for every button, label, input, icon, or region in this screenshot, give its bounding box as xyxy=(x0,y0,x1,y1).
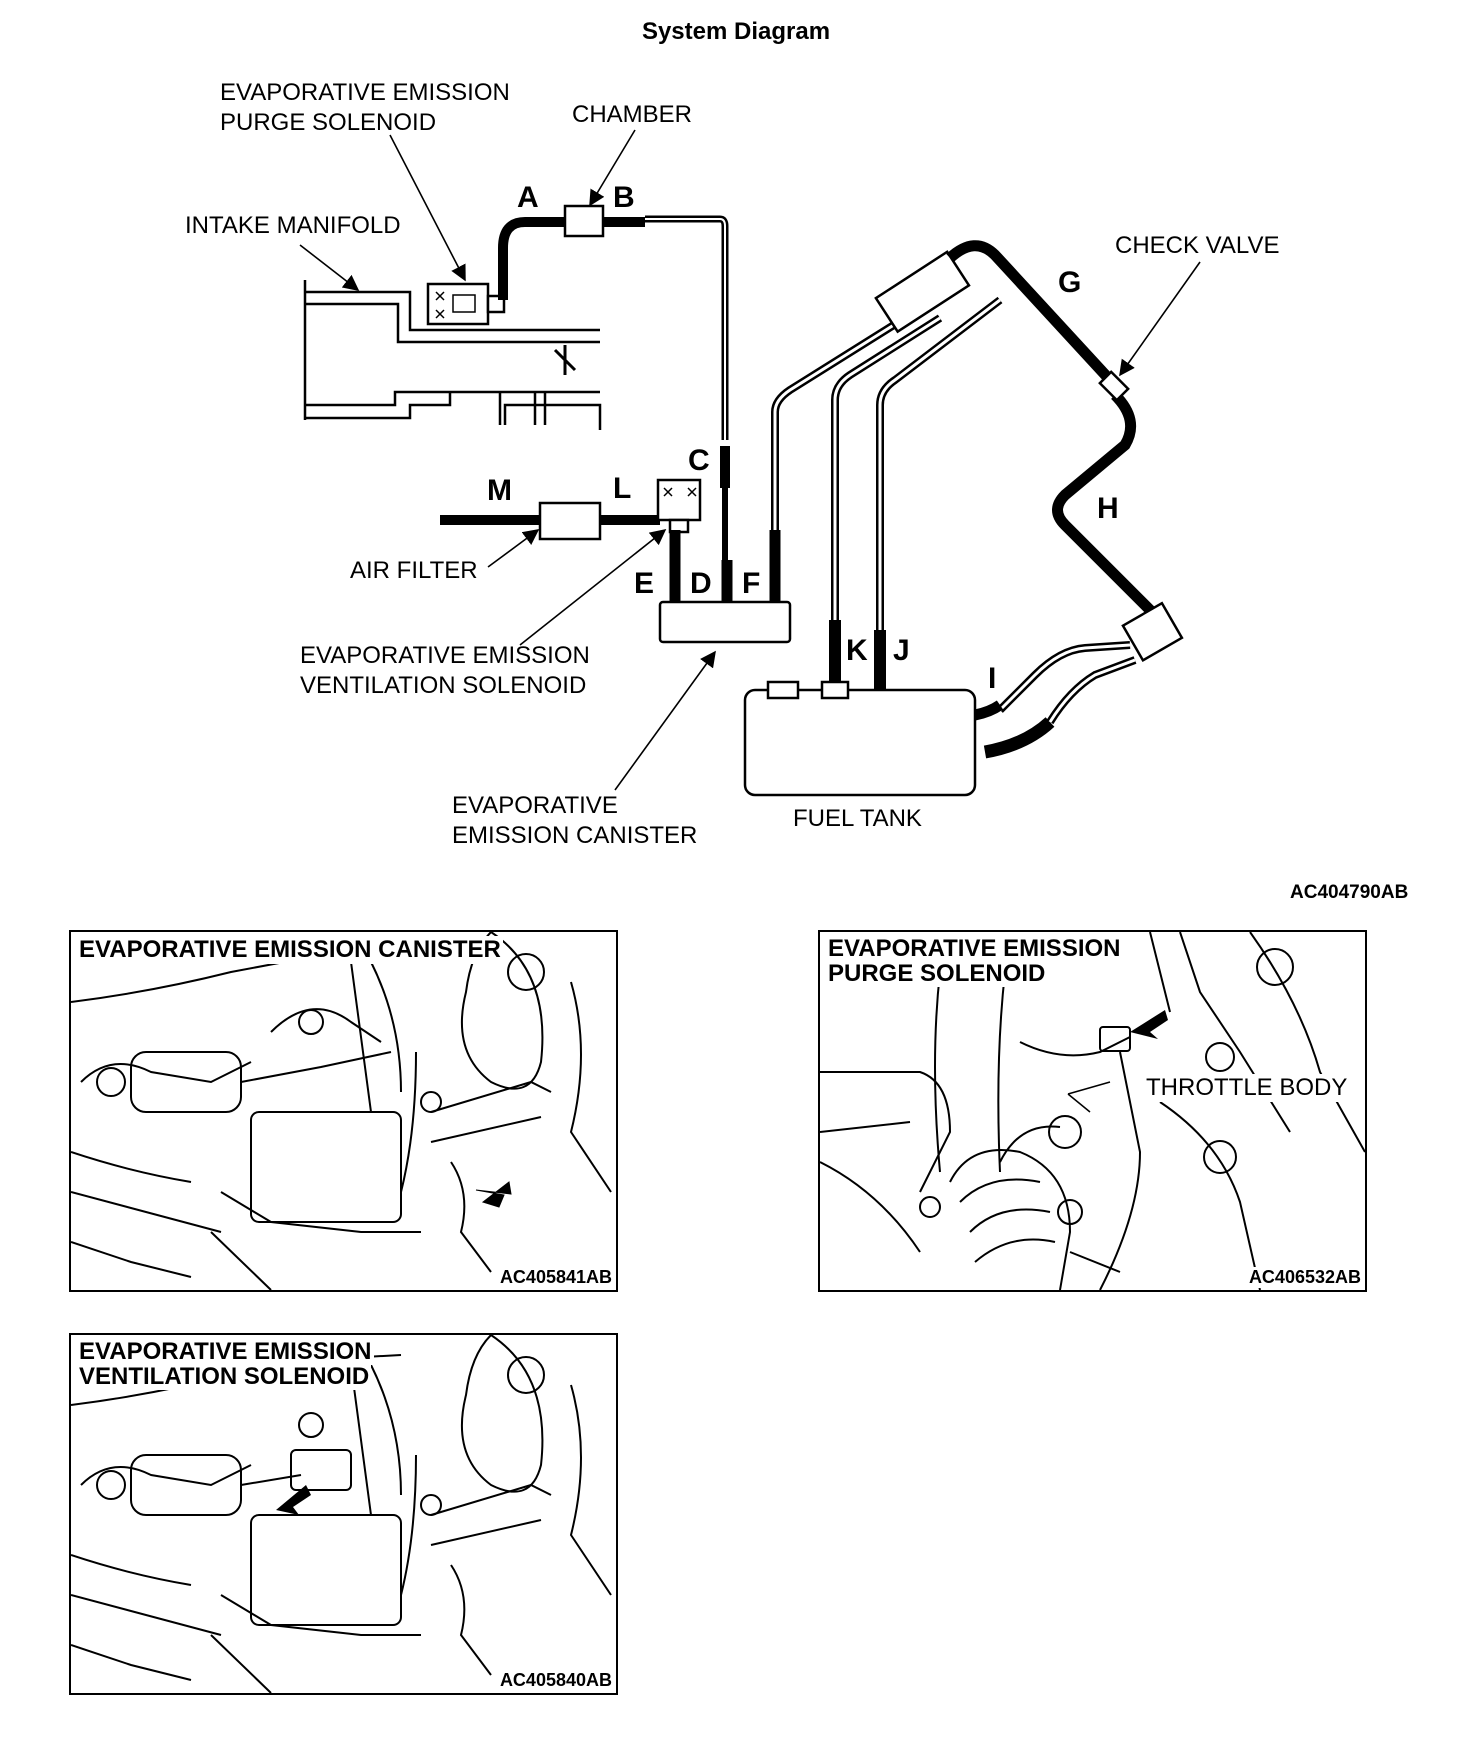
vent-photo xyxy=(71,1335,612,1693)
air-filter xyxy=(538,501,602,541)
purge-panel-title-1: EVAPORATIVE EMISSION xyxy=(826,935,1123,962)
vapor-line-g-h xyxy=(946,240,1164,624)
purge-photo xyxy=(820,932,1365,1290)
purge-line xyxy=(498,215,730,560)
fuel-tank xyxy=(743,680,977,797)
separator-upper xyxy=(874,250,971,334)
hose-b-label: B xyxy=(613,181,635,214)
canister-photo-panel: EVAPORATIVE EMISSION CANISTER AC405841AB xyxy=(69,930,618,1292)
fuel-tank-lines xyxy=(771,296,1003,690)
hose-i-label: I xyxy=(988,662,996,695)
vent-panel-title-1: EVAPORATIVE EMISSION xyxy=(77,1338,374,1365)
hose-l-label: L xyxy=(613,472,631,505)
canister-label-1: EVAPORATIVE xyxy=(452,792,618,819)
hose-m-label: M xyxy=(487,474,512,507)
purge-photo-panel: EVAPORATIVE EMISSION PURGE SOLENOID THRO… xyxy=(818,930,1367,1292)
hose-c-label: C xyxy=(688,444,710,477)
canister-photo xyxy=(71,932,612,1290)
fuel-tank-label: FUEL TANK xyxy=(793,805,922,832)
vent-solenoid-label-2: VENTILATION SOLENOID xyxy=(300,672,586,699)
chamber xyxy=(563,204,605,238)
chamber-label: CHAMBER xyxy=(572,101,692,128)
vent-panel-title-2: VENTILATION SOLENOID xyxy=(77,1363,372,1390)
canister-panel-title: EVAPORATIVE EMISSION CANISTER xyxy=(77,936,503,964)
hose-g-label: G xyxy=(1058,266,1081,299)
page-title: System Diagram xyxy=(641,18,831,45)
purge-panel-title-2: PURGE SOLENOID xyxy=(826,960,1048,987)
purge-panel-reference: AC406532AB xyxy=(1248,1267,1361,1288)
arrow-icon xyxy=(276,1485,311,1515)
hose-j-label: J xyxy=(893,634,910,667)
hose-k-label: K xyxy=(846,634,868,667)
air-filter-label: AIR FILTER xyxy=(350,557,478,584)
filler-hoses xyxy=(973,641,1137,759)
purge-solenoid-label-1: EVAPORATIVE EMISSION xyxy=(220,79,510,106)
ventilation-solenoid xyxy=(656,478,702,534)
canister-label-2: EMISSION CANISTER xyxy=(452,822,697,849)
diagram-reference: AC404790AB xyxy=(1290,882,1408,903)
arrow-icon xyxy=(1130,1010,1168,1039)
vent-panel-reference: AC405840AB xyxy=(499,1670,612,1691)
purge-solenoid-label-2: PURGE SOLENOID xyxy=(220,109,436,136)
hose-e-label: E xyxy=(634,567,654,600)
check-valve xyxy=(1098,370,1130,402)
intake-manifold-label: INTAKE MANIFOLD xyxy=(185,212,401,239)
hose-f-label: F xyxy=(742,567,760,600)
leader-lines xyxy=(299,129,1201,791)
evaporative-emission-canister xyxy=(658,600,792,644)
canister-panel-reference: AC405841AB xyxy=(499,1267,612,1288)
hose-d-label: D xyxy=(690,567,712,600)
intake-manifold xyxy=(303,280,602,430)
vent-solenoid-label-1: EVAPORATIVE EMISSION xyxy=(300,642,590,669)
hose-a-label: A xyxy=(517,181,539,214)
purge-solenoid xyxy=(426,282,506,326)
check-valve-label: CHECK VALVE xyxy=(1115,232,1280,259)
throttle-body-callout: THROTTLE BODY xyxy=(1144,1074,1350,1102)
hose-h-label: H xyxy=(1097,492,1119,525)
separator-lower xyxy=(1121,601,1184,663)
vent-photo-panel: EVAPORATIVE EMISSION VENTILATION SOLENOI… xyxy=(69,1333,618,1695)
arrow-icon xyxy=(475,1181,512,1208)
canister-hoses xyxy=(669,530,781,602)
system-diagram: EVAPORATIVE EMISSION PURGE SOLENOID CHAM… xyxy=(185,79,1408,903)
